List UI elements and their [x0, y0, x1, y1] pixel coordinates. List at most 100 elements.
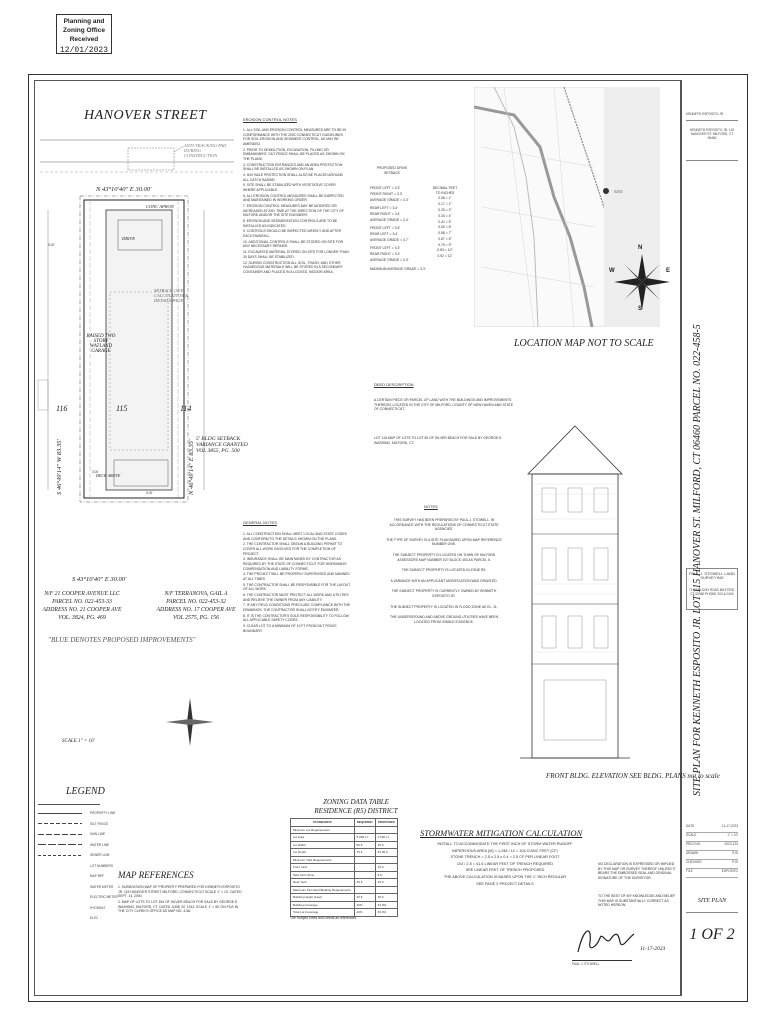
cert-text: NO DECLARATION IS EXPRESSED OR IMPLIED B…	[598, 862, 676, 880]
erosion-title: EROSION CONTROL NOTES	[243, 117, 297, 122]
setback-calc-label: SETBACK (SEE CALCULATION & DETAILS PAGE)	[154, 288, 189, 303]
grade-row: MAXIMUM AVERAGE GRADE = 3.3'	[370, 266, 426, 271]
notes-item: THE SUBJECT PROPERTY IS LOCATED IN ZONE …	[401, 568, 487, 573]
decimal-row: 0.42 = 5"	[438, 219, 452, 224]
sheet-rule	[686, 912, 738, 913]
erosion-item: 3. CONSTRUCTION ENTRANCES AND AN AREA PR…	[243, 162, 343, 172]
stormwater-line: STONE TRENCH = 2.5 x 2.5 x 0.4 = 2.5 CF …	[450, 855, 560, 860]
erosion-item: 10. ADDITIONAL CONTROLS SHALL BE STORED …	[243, 239, 344, 249]
grade-row: AVERAGE GRADE = 3.3'	[370, 197, 409, 202]
grade-row: REAR RIGHT = 3.4'	[370, 211, 401, 216]
legend-item: ELEC	[90, 916, 99, 921]
legend-item: ELECTRIC METER	[90, 895, 118, 900]
stormwater-line: 104 / 2.5 = 41.6 LINEAR FEET OF TRENCH R…	[456, 861, 554, 866]
legend-item: SAW LINE	[90, 832, 106, 837]
map-refs-list: 1. SUBDIVISION MAP OF PROPERTY PREPARED …	[118, 885, 244, 915]
dim-left: 5.00'	[48, 243, 55, 247]
decimal-row: 0.25 = 3"	[438, 207, 452, 212]
east-bearing: N 46°49'14" E 83.35'	[188, 439, 195, 495]
notes-title: NOTES	[424, 504, 438, 509]
owner-rule	[686, 120, 738, 121]
zoning-header: PROPOSED	[374, 818, 399, 827]
general-item: 4. THE PROJECT WILL BE PROPERLY SUPERVIS…	[243, 572, 350, 581]
decimal-row: 0.92 = 11"	[437, 254, 453, 259]
street-name: HANOVER STREET	[84, 108, 207, 123]
surveyor-signature	[577, 930, 635, 953]
zoning-header: REQUIRED	[353, 818, 376, 827]
legend-item: WATER METER	[90, 884, 114, 889]
deed-text: A CERTAIN PIECE OR PARCEL OF LAND WITH T…	[374, 398, 513, 412]
apron-label: CONC APRON	[146, 204, 174, 209]
legend-item: SILT FENCE	[90, 821, 109, 826]
general-notes: 1. ALL CONSTRUCTION SHALL MEET LOCAL AND…	[243, 532, 351, 635]
compass-w: W	[609, 268, 615, 274]
cert-to-text: TO THE BEST OF MY KNOWLEDGE AND BELIEF T…	[598, 894, 676, 908]
legend-list: PROPERTY LINE SILT FENCE SAW LINE WATER …	[38, 808, 118, 924]
table-row: Maximum Permitted Building Requirements	[290, 885, 399, 894]
signature-date: 11-17-2023	[640, 946, 666, 952]
notes-item: THE TYPE OF SURVEY IS A SITE PLAN BASED …	[386, 537, 502, 547]
stormwater-title: STORMWATER MITIGATION CALCULATION	[420, 828, 583, 838]
owner-address: KENNETH ESPOSITO JR. 115 HANOVER ST. MIL…	[690, 128, 734, 141]
project-title: SITE PLAN FOR KENNETH ESPOSITO JR. LOT 1…	[692, 324, 703, 796]
firm-box	[686, 568, 738, 610]
grade-list: FRONT LEFT = 3.3' FRONT RIGHT = 3.3' AVE…	[370, 186, 430, 272]
erosion-item: 5. SITE SHALL BE STABILIZED WITH VEGETAT…	[243, 183, 336, 192]
table-row: Building Height (Feet)35 ft.35 ft.	[290, 893, 399, 902]
table-row: Minimum Yard Requirements	[290, 855, 399, 864]
zoning-subtitle: RESIDENCE (R5) DISTRICT	[314, 807, 398, 815]
grade-row: FRONT LEFT = 3.3'	[370, 186, 401, 190]
deed-lot-text: LOT 115 MAP OF LOTS TO LOT 80 OF SILVER …	[374, 436, 503, 445]
zoning-footnote: The Subject Deed and Deeds as referenced…	[290, 916, 358, 920]
compass-s: S	[638, 306, 643, 312]
zoning-table: STANDARDS REQUIRED PROPOSED Minimum Lot …	[290, 818, 399, 917]
deck-label: DECK ABOVE	[96, 473, 121, 478]
decimal-row: 0.08 = 1"	[438, 196, 452, 201]
firm-name: PAUL J. STOWELL LAND SURVEYING	[688, 571, 735, 581]
stormwater-line: SEE PAGE 2 PROJECT DETAILS	[476, 881, 534, 886]
stormwater-line: IMPERVIOUS AREA (M) = 1,248 / 12 = 104 C…	[452, 848, 558, 853]
bottom-bearing: S 43°10'40" E 30.00'	[72, 576, 127, 583]
site-plan-drawing	[37, 139, 234, 503]
signature-line	[572, 960, 632, 961]
building-elevation	[520, 425, 630, 759]
erosion-notes: 1. ALL SOIL AND EROSION CONTROL MEASURES…	[243, 128, 349, 275]
grade-row: REAR RIGHT = 3.3'	[370, 252, 401, 257]
map-ref-item: 1. SUBDIVISION MAP OF PROPERTY PREPARED …	[118, 885, 242, 899]
drive-label: DRIVE	[122, 236, 135, 241]
general-title: GENERAL NOTES	[243, 520, 277, 525]
grade-row: REAR LEFT = 3.4'	[370, 232, 398, 237]
location-caption: LOCATION MAP NOT TO SCALE	[514, 338, 654, 349]
decimal-row: 0.67 = 8"	[438, 236, 452, 241]
drive-setback-title: PROPOSED DRIVE SETBACK	[376, 166, 408, 175]
stormwater-lines: INSTALL TO ACCOMMODATE THE FIRST INCH OF…	[420, 842, 590, 888]
general-item: 8. IT IS THE CONTRACTOR'S SOLE RESPONSIB…	[243, 613, 349, 623]
compass-icon	[614, 254, 670, 310]
notes-item: THE SUBJECT PROPERTY IS LOCATED IN FLOOD…	[390, 604, 498, 609]
grade-row: AVERAGE GRADE = 3.4'	[370, 217, 409, 222]
erosion-item: 2. PRIOR TO DEMOLITION, EXCAVATION, FILL…	[243, 147, 345, 161]
notes-item: THE UNDERGROUND AND ABOVE GROUND UTILITI…	[389, 615, 499, 624]
table-row: Minimum Lot Requirements	[290, 825, 399, 834]
general-item: 2. THE CONTRACTOR SHALL OBTAIN A BUILDIN…	[243, 542, 343, 556]
drawing-frame	[34, 80, 681, 996]
grade-row: FRONT LEFT = 3.3'	[370, 246, 401, 251]
lot-114: 114	[180, 404, 192, 413]
dim-deck: 3.00'	[92, 470, 99, 474]
decimal-row: 0.33 = 4"	[438, 213, 452, 218]
erosion-item: 9. CONTROLS SHOULD BE INSPECTED WEEKLY A…	[243, 229, 342, 238]
grade-row: AVERAGE GRADE = 3.3'	[370, 258, 409, 263]
lot-115: 115	[116, 404, 128, 413]
grade-row: FRONT LEFT = 3.5'	[370, 226, 401, 231]
deed-title: DEED DESCRIPTION	[374, 382, 414, 387]
lot-116: 116	[56, 404, 68, 413]
erosion-item: 12. DURING CONSTRUCTION ALL SOIL, TRASH,…	[243, 260, 343, 274]
stamp-office: Planning and Zoning Office	[63, 18, 105, 34]
firm-address: 71 CARLSON ROAD MILFORD, CT 06460 PHONE …	[688, 588, 736, 597]
legend-item: SEWER LINE	[90, 853, 110, 858]
